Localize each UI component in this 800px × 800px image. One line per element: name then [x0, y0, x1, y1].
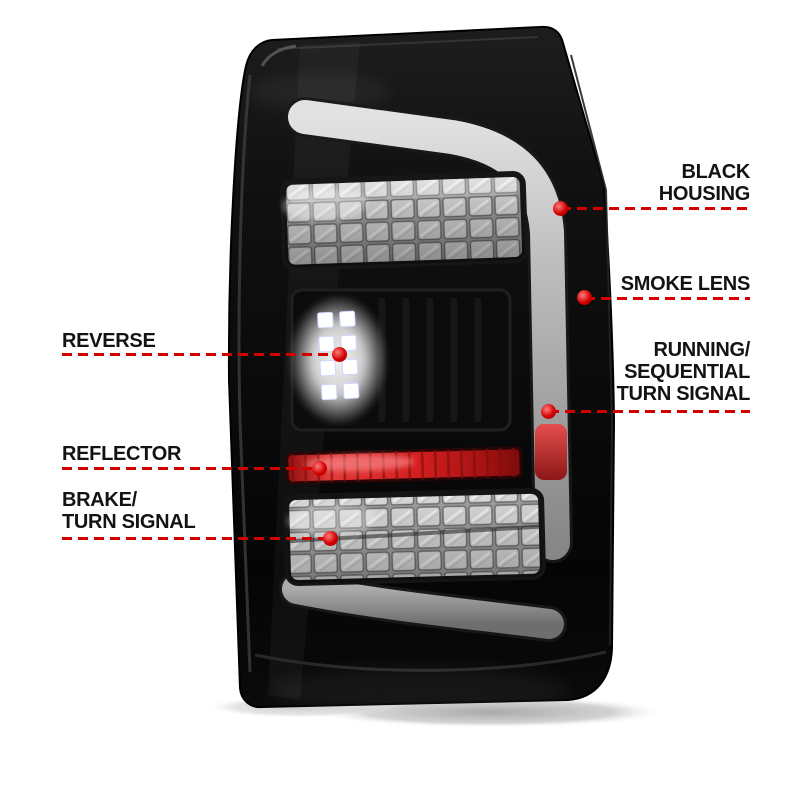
reflector-bar — [285, 446, 523, 485]
reverse-led-chips — [317, 310, 360, 401]
callout-brake-turn-signal-label: BRAKE/ TURN SIGNAL — [62, 489, 331, 533]
sequential-signal-segment — [535, 424, 567, 480]
brake-turn-signal-lens — [283, 487, 546, 586]
label-line: HOUSING — [658, 183, 751, 205]
callout-reverse: REVERSE — [62, 330, 347, 362]
label-line: TURN SIGNAL — [62, 511, 196, 533]
callout-running-sequential-turn-signal: RUNNING/ SEQUENTIAL TURN SIGNAL — [541, 339, 751, 419]
callout-black-housing-dot — [553, 201, 568, 216]
reverse-light — [288, 288, 512, 432]
callout-smoke-lens-label: SMOKE LENS — [585, 273, 751, 295]
callout-running-sequential-turn-signal-line — [549, 410, 750, 413]
label-line: REVERSE — [62, 330, 156, 352]
label-line: REFLECTOR — [62, 443, 182, 465]
callout-running-sequential-turn-signal-label: RUNNING/ SEQUENTIAL TURN SIGNAL — [549, 339, 751, 405]
callout-smoke-lens: SMOKE LENS — [577, 273, 751, 305]
callout-reflector-dot — [312, 461, 327, 476]
callout-smoke-lens-line — [585, 297, 750, 300]
label-line: BRAKE/ — [62, 489, 137, 511]
label-line: TURN SIGNAL — [616, 383, 751, 405]
callout-smoke-lens-dot — [577, 290, 592, 305]
light-bar — [279, 97, 573, 642]
callout-reflector-line — [62, 467, 320, 470]
label-line: SEQUENTIAL — [624, 361, 750, 383]
callout-reverse-label: REVERSE — [62, 330, 340, 352]
label-line: BLACK — [681, 161, 751, 183]
callout-reverse-line — [62, 353, 340, 356]
callout-running-sequential-turn-signal-dot — [541, 404, 556, 419]
running-turn-signal-lens — [279, 171, 529, 271]
callout-brake-turn-signal-line — [62, 537, 331, 540]
callout-brake-turn-signal-dot — [323, 531, 338, 546]
label-line: SMOKE LENS — [620, 273, 751, 295]
callout-black-housing: BLACK HOUSING — [553, 161, 751, 216]
callout-brake-turn-signal: BRAKE/ TURN SIGNAL — [62, 489, 338, 546]
callout-reflector-label: REFLECTOR — [62, 443, 320, 465]
callout-black-housing-label: BLACK HOUSING — [561, 161, 751, 205]
callout-reflector: REFLECTOR — [62, 443, 327, 476]
label-line: RUNNING/ — [653, 339, 751, 361]
callout-black-housing-line — [561, 207, 750, 210]
callout-reverse-dot — [332, 347, 347, 362]
